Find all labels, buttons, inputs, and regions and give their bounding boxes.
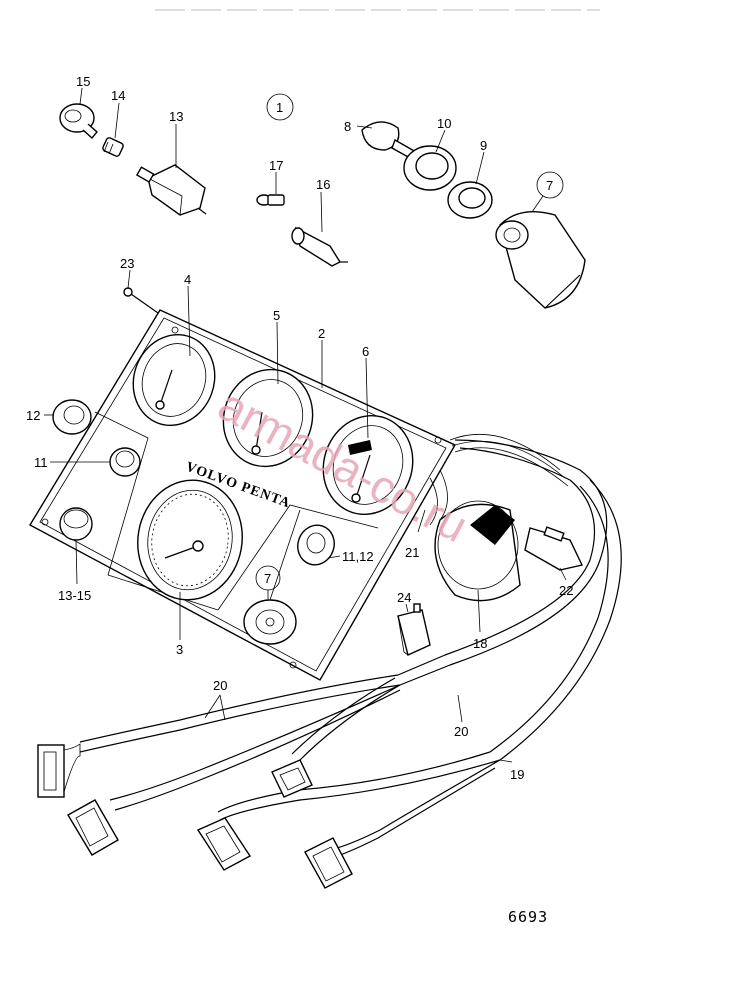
callout-24: 24 [397, 590, 411, 605]
gauge-5 [222, 368, 314, 468]
cable-cover-18 [434, 500, 521, 602]
callout-3: 3 [176, 642, 183, 657]
toggle-switch-13 [135, 164, 207, 216]
callout-18: 18 [473, 636, 487, 651]
bezel-nut-9 [447, 181, 493, 219]
callout-7-panel: 7 [264, 571, 271, 586]
callout-8: 8 [344, 119, 351, 134]
callout-20-left: 20 [213, 678, 227, 693]
callout-10: 10 [437, 116, 451, 131]
connector-22 [524, 526, 584, 571]
bulb-holder-16 [291, 226, 348, 267]
bezel-nut-10 [403, 145, 457, 191]
callout-circle-7-panel [255, 565, 281, 591]
callout-16: 16 [316, 177, 330, 192]
gauge-6 [322, 414, 414, 516]
warning-lamp-11-12 [297, 524, 335, 566]
callout-22: 22 [559, 583, 573, 598]
callout-11-12: 11,12 [342, 549, 374, 564]
harness-connector-middle [271, 759, 313, 798]
harness-connector-left-1 [37, 743, 81, 798]
callout-circle-1 [266, 93, 294, 121]
harness-connector-bottom-2 [304, 837, 353, 889]
callout-23: 23 [120, 256, 134, 271]
bulb-17 [256, 194, 285, 206]
callout-20-right: 20 [454, 724, 468, 739]
ignition-switch-7 [495, 211, 586, 309]
switch-knob-15 [59, 103, 98, 140]
harness-connector-left-2 [67, 799, 119, 856]
callout-circle-7-top [536, 171, 564, 199]
callout-21: 21 [405, 545, 419, 560]
gauge-4 [132, 333, 216, 427]
wiring-harness-20 [79, 439, 608, 811]
callout-11: 11 [34, 455, 48, 470]
callout-15: 15 [76, 74, 90, 89]
panel-switch-13-15 [59, 507, 93, 541]
harness-wire-bundle [429, 433, 569, 526]
callout-13: 13 [169, 109, 183, 124]
lamp-lens-12 [52, 399, 92, 435]
leader-lines [44, 87, 567, 763]
callout-6: 6 [362, 344, 369, 359]
tachometer-3 [137, 479, 243, 601]
callout-13-15: 13-15 [58, 588, 91, 603]
callout-1: 1 [276, 100, 283, 115]
panel-ignition-switch-7 [243, 599, 297, 645]
callout-12: 12 [26, 408, 40, 423]
callout-9: 9 [480, 138, 487, 153]
warning-lamp-11 [109, 447, 141, 477]
callout-17: 17 [269, 158, 283, 173]
callout-7-top: 7 [546, 178, 553, 193]
callout-19: 19 [510, 767, 524, 782]
callout-5: 5 [273, 308, 280, 323]
callout-2: 2 [318, 326, 325, 341]
switch-nut-14 [102, 137, 124, 157]
callout-14: 14 [111, 88, 125, 103]
figure-number: 6693 [508, 908, 548, 926]
callout-4: 4 [184, 272, 191, 287]
gauge-6-dial-marking [348, 440, 372, 455]
harness-connector-bottom-1 [196, 817, 252, 871]
relay-24 [397, 603, 431, 656]
